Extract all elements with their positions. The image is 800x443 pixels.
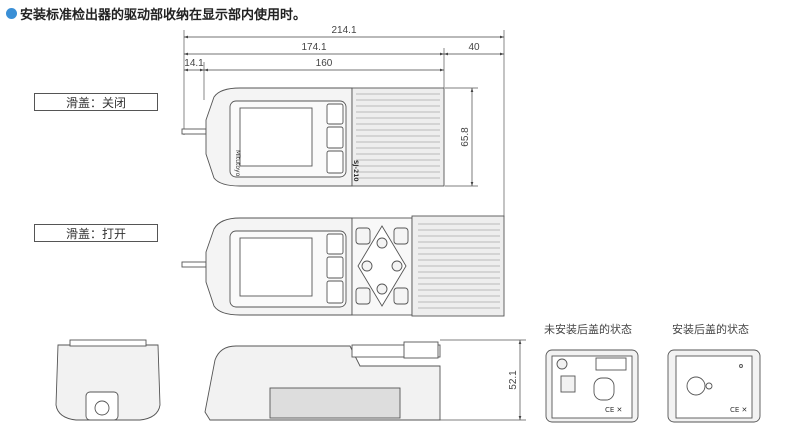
rear-view-without-cover: CE ✕ bbox=[545, 349, 639, 423]
section-title: 安装标准检出器的驱动部收纳在显示部内使用时。 bbox=[6, 4, 306, 23]
rear-view-with-cover: CE ✕ bbox=[667, 349, 761, 423]
dim-stylus: 14.1 bbox=[184, 58, 204, 69]
svg-text:CE ✕: CE ✕ bbox=[730, 406, 747, 414]
label-slide-open: 滑盖：打开 bbox=[34, 224, 158, 242]
model-label: SJ-210 bbox=[352, 160, 359, 182]
label-slide-closed: 滑盖：关闭 bbox=[34, 93, 158, 111]
device-front-view bbox=[55, 339, 161, 421]
title-text: 安装标准检出器的驱动部收纳在显示部内使用时。 bbox=[20, 8, 307, 23]
svg-text:CE ✕: CE ✕ bbox=[605, 406, 622, 414]
dim-height: 52.1 bbox=[508, 370, 519, 390]
dim-extension: 40 bbox=[468, 42, 480, 53]
caption-with-cover: 安装后盖的状态 bbox=[672, 323, 749, 336]
bullet-icon bbox=[6, 8, 17, 19]
device-side-view bbox=[204, 341, 441, 421]
dimension-lines bbox=[184, 35, 522, 420]
dim-body: 174.1 bbox=[301, 42, 326, 53]
device-top-closed bbox=[181, 87, 445, 187]
dim-width: 65.8 bbox=[460, 127, 471, 147]
caption-without-cover: 未安装后盖的状态 bbox=[544, 323, 632, 336]
dim-overall: 214.1 bbox=[331, 25, 356, 36]
drive-unit-ribs-open bbox=[418, 223, 500, 309]
dim-main: 160 bbox=[316, 58, 333, 69]
brand-logo: Mitutoyo bbox=[234, 150, 241, 177]
drive-unit-ribs bbox=[356, 93, 440, 179]
